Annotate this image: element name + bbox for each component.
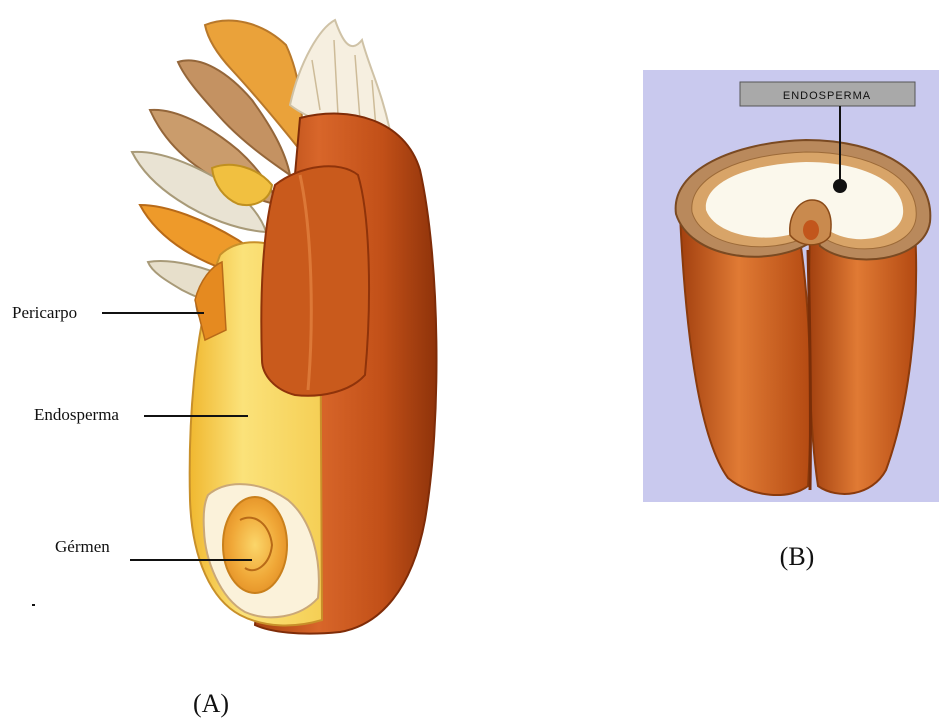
endosperm-box-label: ENDOSPERMA — [783, 90, 871, 102]
kernel-bran-flap — [261, 166, 369, 395]
panel-a-caption: (A) — [193, 689, 229, 718]
pericarp-label: Pericarpo — [12, 303, 77, 322]
stray-mark — [32, 604, 35, 606]
endosperm-marker-dot — [833, 179, 847, 193]
panel-b: ENDOSPERMA (B) — [643, 70, 939, 571]
panel-b-caption: (B) — [780, 542, 815, 571]
panel-a: Pericarpo Endosperma Gérmen (A) — [12, 20, 436, 718]
endosperm-label: Endosperma — [34, 405, 119, 424]
germ-label: Gérmen — [55, 537, 110, 556]
